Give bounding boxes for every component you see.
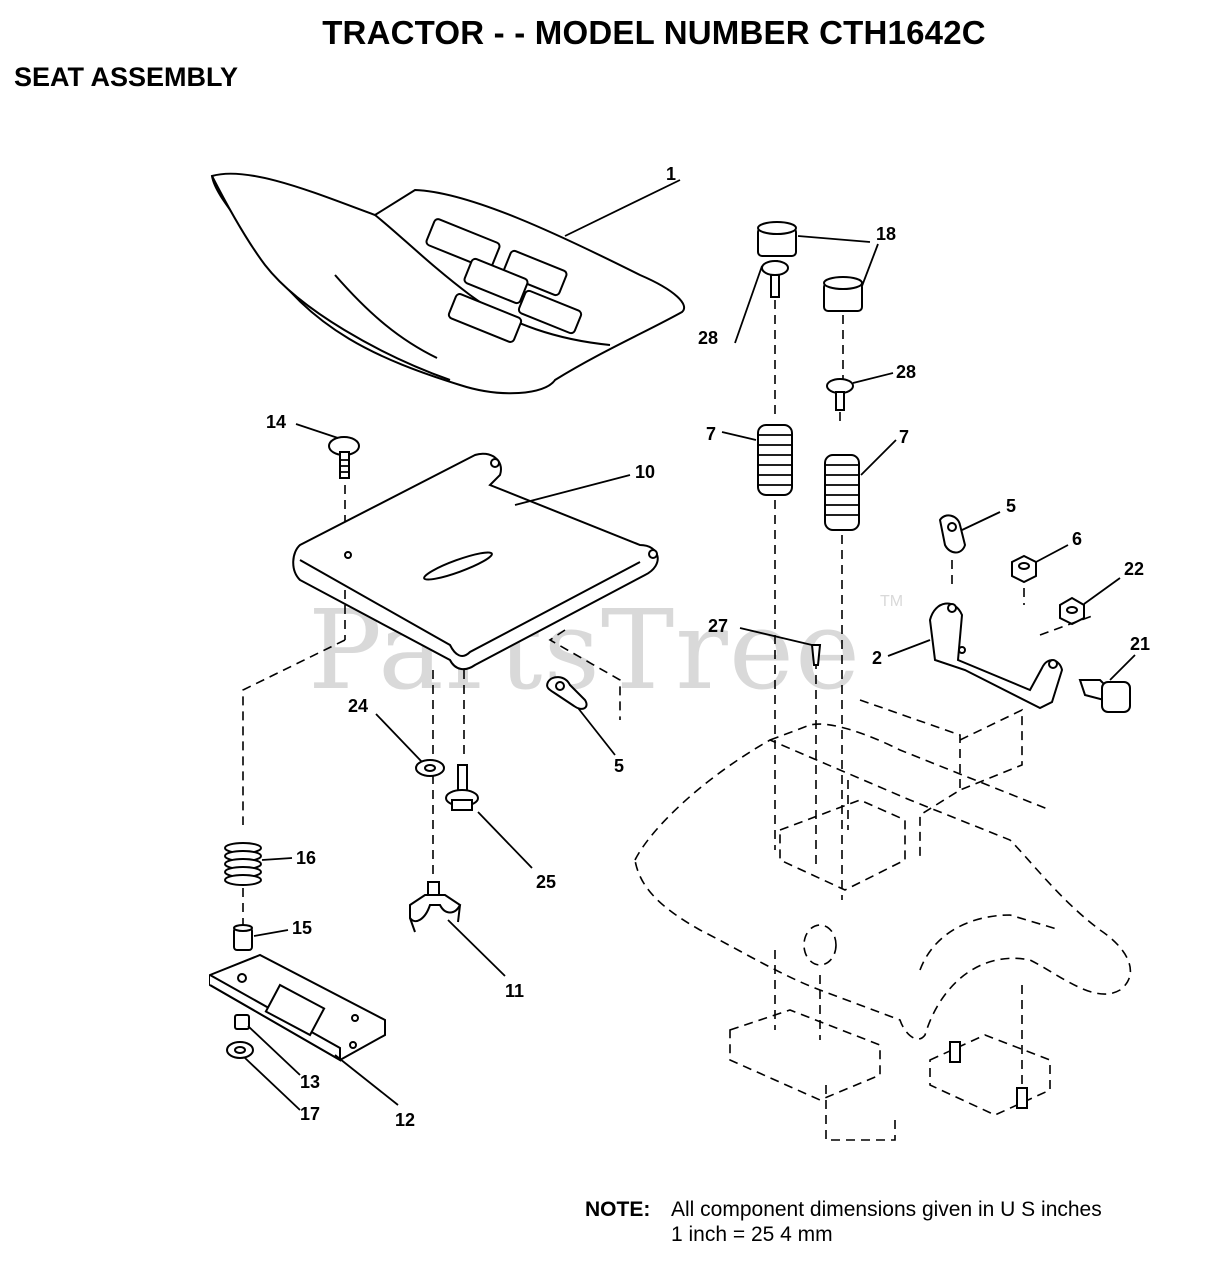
- callout-6: 6: [1072, 529, 1082, 549]
- callout-10: 10: [635, 462, 655, 482]
- callout-18: 18: [876, 224, 896, 244]
- leader-7a: [721, 431, 757, 441]
- bolt-left-part[interactable]: [761, 260, 789, 298]
- shoulder-bolt-part[interactable]: [445, 764, 479, 811]
- page-title: TRACTOR - - MODEL NUMBER CTH1642C: [322, 14, 986, 51]
- leader-1: [564, 179, 681, 237]
- spring-right-b-part[interactable]: [824, 454, 860, 531]
- knob-part[interactable]: [409, 881, 462, 933]
- watermark-tm: TM: [880, 593, 903, 610]
- leader-14: [295, 423, 339, 439]
- callout-27: 27: [708, 616, 728, 636]
- callout-22: 22: [1124, 559, 1144, 579]
- note-line1: All component dimensions given in U S in…: [671, 1198, 1102, 1221]
- frame-bolts: [949, 1041, 1028, 1109]
- callout-17: 17: [300, 1104, 320, 1124]
- callout-16: 16: [296, 848, 316, 868]
- leader-18b: [861, 243, 879, 287]
- washer-part[interactable]: [415, 759, 445, 777]
- seat-pan-part[interactable]: [292, 452, 659, 671]
- leader-27: [739, 627, 813, 646]
- callout-5a: 5: [614, 756, 624, 776]
- leader-11: [447, 919, 506, 977]
- leader-5b: [961, 511, 1001, 531]
- leader-7b: [860, 439, 897, 476]
- leader-24: [375, 713, 423, 763]
- callout-28b: 28: [896, 362, 916, 382]
- callout-14: 14: [266, 412, 286, 432]
- shoulder-bolt-right-part[interactable]: [1078, 679, 1131, 713]
- spring-left-part[interactable]: [224, 842, 262, 886]
- leader-5a: [577, 707, 616, 756]
- callout-15: 15: [292, 918, 312, 938]
- note-block: NOTE: All component dimensions given in U…: [585, 1198, 1102, 1247]
- pivot-bracket-part[interactable]: [928, 602, 1064, 710]
- leader-12: [334, 1054, 399, 1106]
- bumper-left-part[interactable]: [757, 221, 797, 257]
- leader-10: [514, 474, 631, 506]
- callout-7b: 7: [899, 427, 909, 447]
- callout-2: 2: [872, 648, 882, 668]
- leader-15: [253, 929, 289, 937]
- leader-18a: [797, 235, 871, 243]
- callout-5b: 5: [1006, 496, 1016, 516]
- bumper-right-part[interactable]: [823, 276, 863, 312]
- leader-28a: [734, 265, 763, 344]
- pin-part[interactable]: [810, 644, 822, 666]
- leader-2: [887, 639, 931, 657]
- leader-28b: [852, 372, 894, 384]
- leader-25: [477, 811, 533, 869]
- leader-22: [1083, 577, 1121, 605]
- fender-frame: [634, 699, 1132, 1141]
- callout-28a: 28: [698, 328, 718, 348]
- callout-1: 1: [666, 164, 676, 184]
- callout-12: 12: [395, 1110, 415, 1130]
- nut-part[interactable]: [234, 1014, 250, 1030]
- spring-right-a-part[interactable]: [757, 424, 793, 496]
- note-label: NOTE:: [585, 1198, 651, 1221]
- leader-21: [1109, 654, 1136, 681]
- leader-6: [1035, 544, 1069, 563]
- callout-25: 25: [536, 872, 556, 892]
- clip-left-part[interactable]: [546, 676, 588, 710]
- flat-washer-part[interactable]: [226, 1041, 254, 1059]
- slide-bracket-part[interactable]: [209, 953, 386, 1062]
- callout-13: 13: [300, 1072, 320, 1092]
- leader-17: [244, 1057, 301, 1111]
- spacer-part[interactable]: [233, 924, 253, 951]
- note-line2: 1 inch = 25 4 mm: [671, 1223, 833, 1246]
- carriage-bolt-part[interactable]: [328, 436, 360, 479]
- leader-13: [247, 1025, 301, 1076]
- callout-7a: 7: [706, 424, 716, 444]
- callout-21: 21: [1130, 634, 1150, 654]
- bolt-right-part[interactable]: [826, 378, 854, 411]
- section-title: SEAT ASSEMBLY: [14, 62, 239, 92]
- clip-right-part[interactable]: [938, 514, 967, 554]
- callout-24: 24: [348, 696, 368, 716]
- lock-nut-part[interactable]: [1059, 596, 1085, 626]
- leader-16: [261, 857, 293, 861]
- callout-11: 11: [505, 981, 524, 1001]
- hex-nut-part[interactable]: [1011, 554, 1037, 584]
- seat-part[interactable]: [210, 172, 685, 395]
